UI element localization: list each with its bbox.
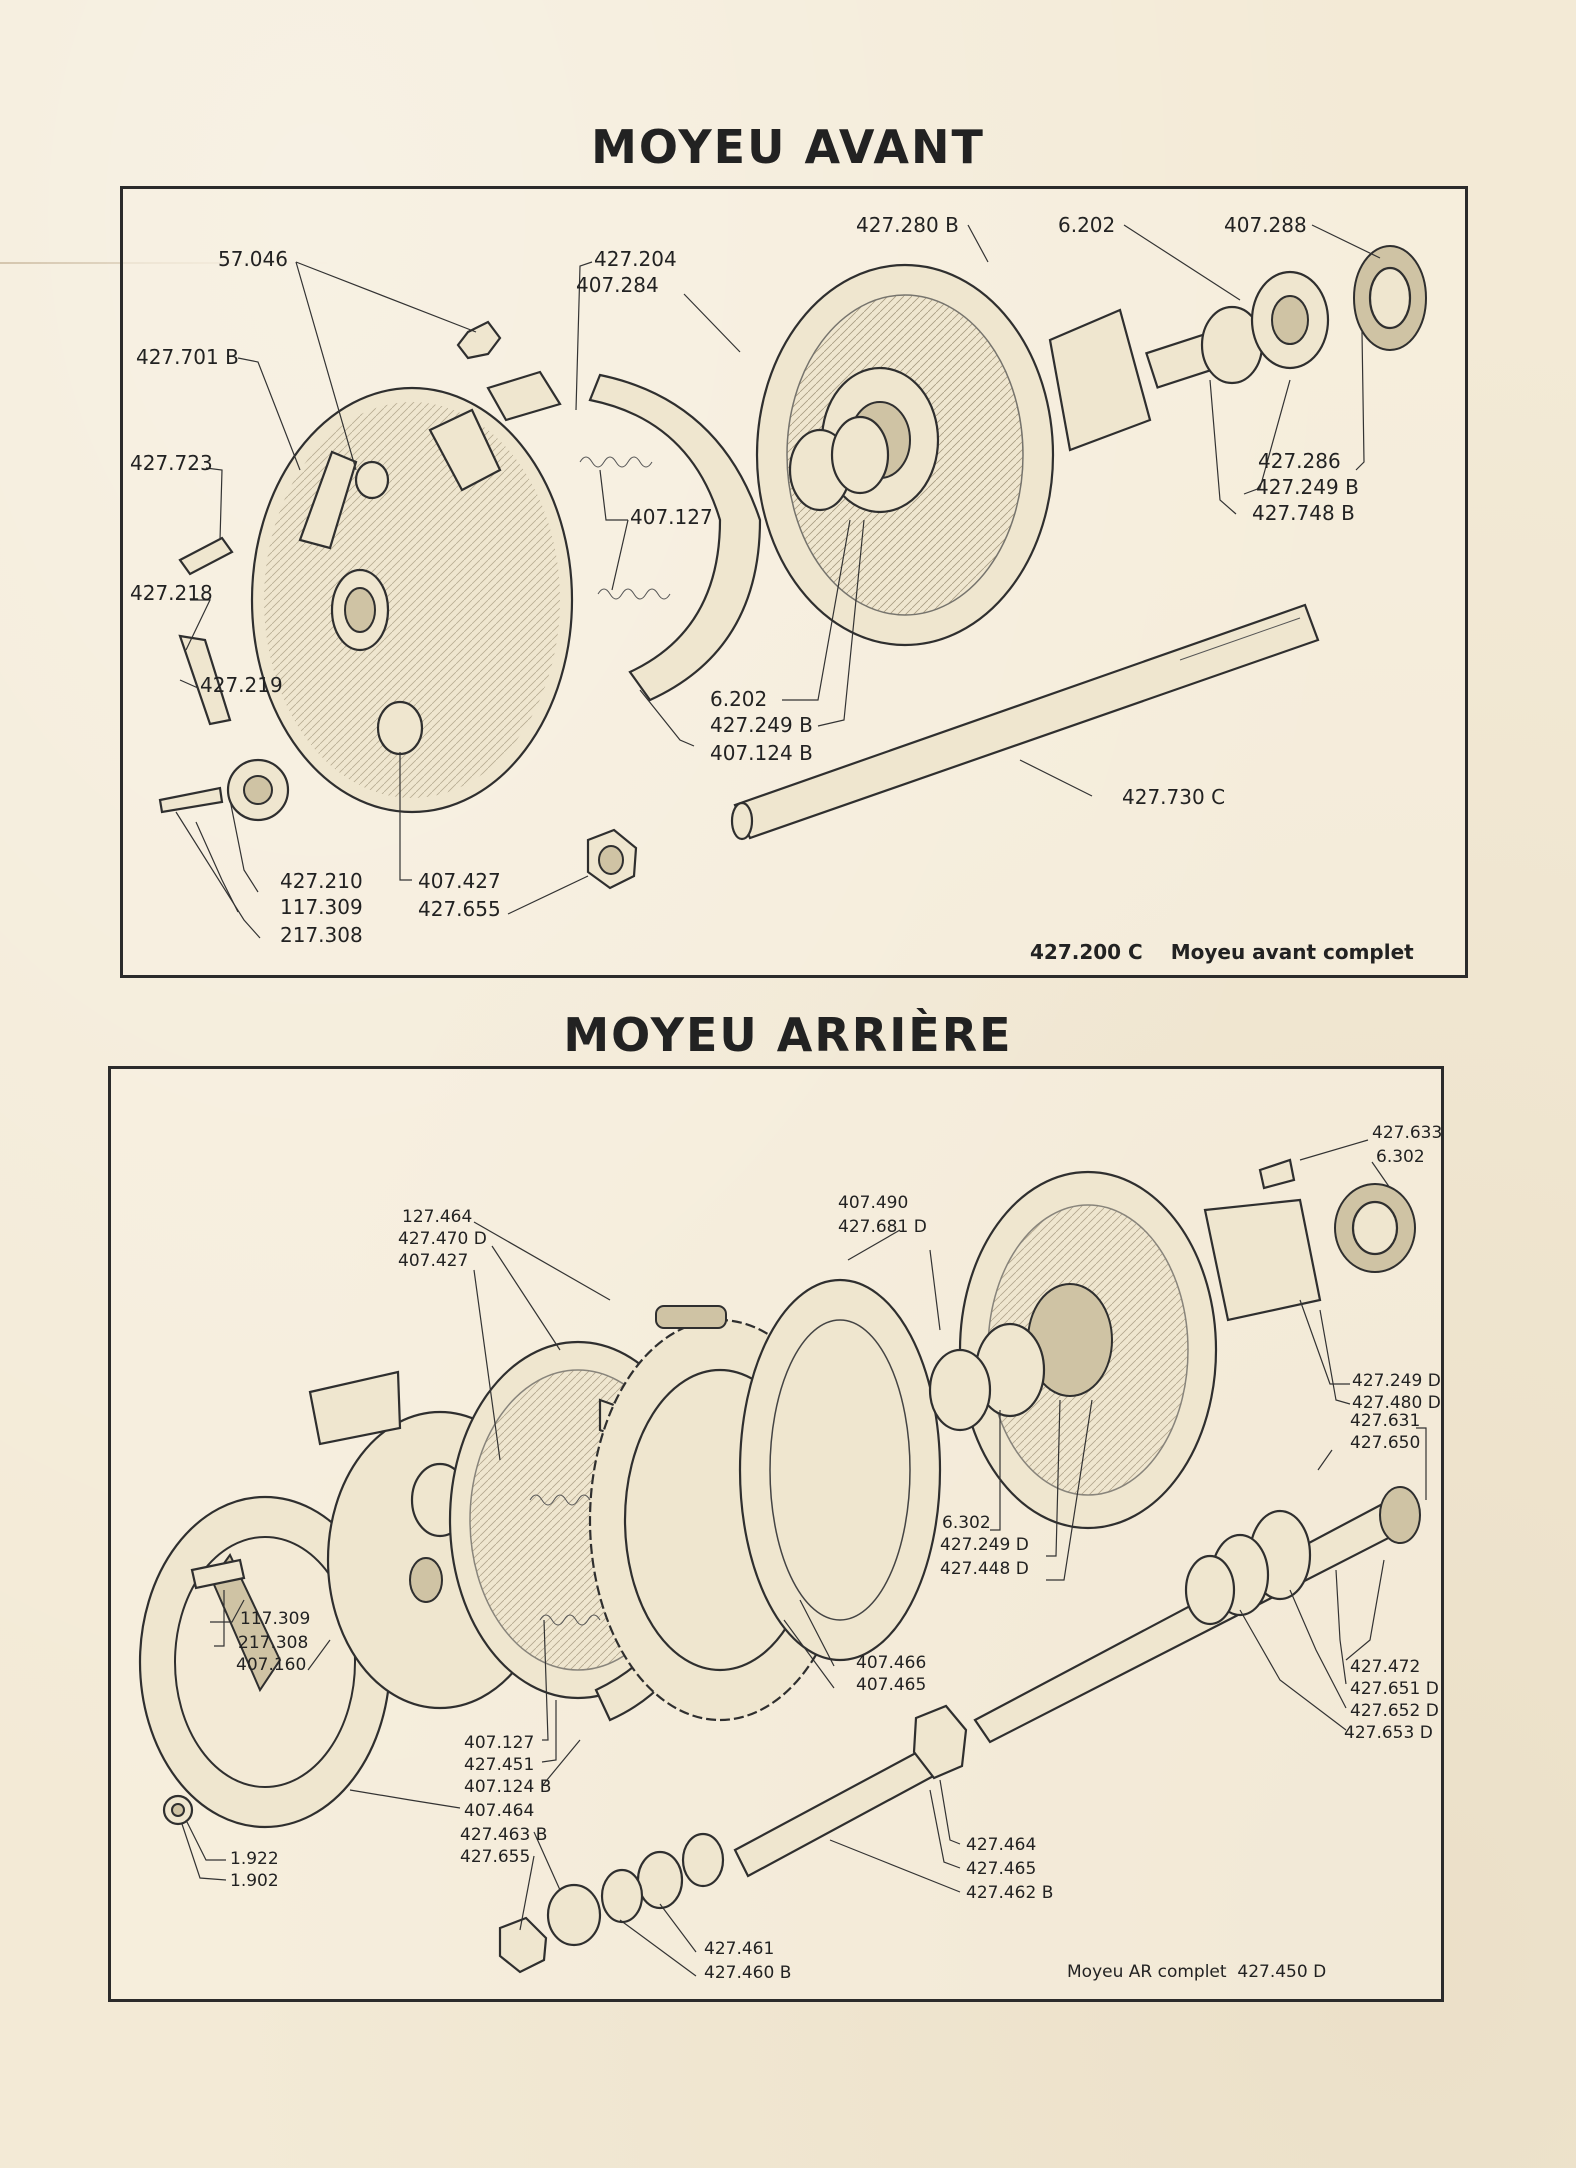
ref-label: 407.160 bbox=[236, 1655, 306, 1675]
rear-hub-caption: Moyeu AR complet 427.450 D bbox=[1067, 1962, 1326, 1982]
ref-label: 427.463 B bbox=[460, 1825, 547, 1845]
front-bearings-right bbox=[1200, 245, 1427, 385]
ref-label: 427.219 bbox=[200, 673, 283, 697]
ref-label: 427.655 bbox=[418, 897, 501, 921]
front-complete-code: 427.200 C bbox=[1030, 940, 1143, 964]
ref-label: 407.127 bbox=[464, 1733, 534, 1753]
ref-label: 427.633 bbox=[1372, 1123, 1442, 1143]
ref-label: 427.448 D bbox=[940, 1559, 1029, 1579]
ref-label: 427.462 B bbox=[966, 1883, 1053, 1903]
front-return-springs bbox=[579, 456, 671, 600]
ref-label: 407.466 bbox=[856, 1653, 926, 1673]
ref-label: 427.730 C bbox=[1122, 785, 1225, 809]
ref-label: 427.465 bbox=[966, 1859, 1036, 1879]
rear-hub-title: MOYEU ARRIÈRE bbox=[563, 1008, 1013, 1062]
ref-label: 1.902 bbox=[230, 1871, 279, 1891]
ref-label: 427.460 B bbox=[704, 1963, 791, 1983]
rear-hub-parts bbox=[138, 1158, 1421, 1974]
rear-lower-spacers bbox=[162, 1558, 968, 1974]
ref-label: 117.309 bbox=[280, 895, 363, 919]
ref-label: 6.302 bbox=[1376, 1147, 1425, 1167]
rear-hub-shell bbox=[928, 1158, 1416, 1530]
ref-label: 407.124 B bbox=[710, 741, 813, 765]
ref-label: 427.655 bbox=[460, 1847, 530, 1867]
ref-label: 427.748 B bbox=[1252, 501, 1355, 525]
front-reference-labels: 57.046 427.701 B 427.723 427.218 427.219… bbox=[130, 213, 1359, 947]
ref-label: 427.652 D bbox=[1350, 1701, 1439, 1721]
ref-label: 407.464 bbox=[464, 1801, 534, 1821]
ref-label: 427.249 D bbox=[940, 1535, 1029, 1555]
ref-label: 407.288 bbox=[1224, 213, 1307, 237]
ref-label: 407.284 bbox=[576, 273, 659, 297]
ref-label: 6.202 bbox=[1058, 213, 1115, 237]
front-hub-caption: 427.200 C Moyeu avant complet bbox=[1030, 940, 1414, 964]
ref-label: 57.046 bbox=[218, 247, 288, 271]
rear-axle bbox=[973, 1486, 1421, 1744]
ref-label: 427.723 bbox=[130, 451, 213, 475]
ref-label: 407.427 bbox=[398, 1251, 468, 1271]
ref-label: 427.286 bbox=[1258, 449, 1341, 473]
ref-label: 427.451 bbox=[464, 1755, 534, 1775]
ref-label: 407.127 bbox=[630, 505, 713, 529]
ref-label: 427.650 bbox=[1350, 1433, 1420, 1453]
ref-label: 217.308 bbox=[238, 1633, 308, 1653]
ref-label: 427.204 bbox=[594, 247, 677, 271]
ref-label: 407.427 bbox=[418, 869, 501, 893]
front-hub-parts bbox=[158, 245, 1427, 890]
front-small-parts bbox=[158, 320, 638, 890]
ref-label: 427.461 bbox=[704, 1939, 774, 1959]
ref-label: 6.202 bbox=[710, 687, 767, 711]
ref-label: 127.464 bbox=[402, 1207, 472, 1227]
ref-label: 427.280 B bbox=[856, 213, 959, 237]
front-brake-shoes bbox=[486, 370, 762, 702]
ref-label: 427.210 bbox=[280, 869, 363, 893]
front-axle bbox=[730, 603, 1320, 841]
rear-leader-lines bbox=[181, 1139, 1427, 1977]
ref-label: 427.653 D bbox=[1344, 1723, 1433, 1743]
ref-label: 427.470 D bbox=[398, 1229, 487, 1249]
front-leader-lines bbox=[175, 224, 1381, 939]
ref-label: 427.651 D bbox=[1350, 1679, 1439, 1699]
ref-label: 407.124 B bbox=[464, 1777, 551, 1797]
ref-label: 427.681 D bbox=[838, 1217, 927, 1237]
rear-complete-label: Moyeu AR complet bbox=[1067, 1962, 1227, 1982]
front-hub-drum bbox=[755, 263, 1235, 647]
ref-label: 427.472 bbox=[1350, 1657, 1420, 1677]
front-hub-title: MOYEU AVANT bbox=[591, 120, 985, 174]
ref-label: 1.922 bbox=[230, 1849, 279, 1869]
ref-label: 427.218 bbox=[130, 581, 213, 605]
ref-label: 427.249 B bbox=[1256, 475, 1359, 499]
ref-label: 427.464 bbox=[966, 1835, 1036, 1855]
ref-label: 427.480 D bbox=[1352, 1393, 1441, 1413]
rear-reference-labels: 427.633 6.302 407.490 427.681 D 127.464 … bbox=[230, 1123, 1442, 1983]
rear-complete-code: 427.450 D bbox=[1237, 1962, 1327, 1982]
ref-label: 427.249 D bbox=[1352, 1371, 1441, 1391]
ref-label: 6.302 bbox=[942, 1513, 991, 1533]
ref-label: 427.631 bbox=[1350, 1411, 1420, 1431]
front-bearings-left bbox=[788, 415, 890, 512]
front-complete-label: Moyeu avant complet bbox=[1170, 940, 1414, 964]
ref-label: 117.309 bbox=[240, 1609, 310, 1629]
ref-label: 217.308 bbox=[280, 923, 363, 947]
ref-label: 427.249 B bbox=[710, 713, 813, 737]
ref-label: 407.465 bbox=[856, 1675, 926, 1695]
front-brake-backing-plate bbox=[250, 386, 574, 814]
ref-label: 427.701 B bbox=[136, 345, 239, 369]
ref-label: 407.490 bbox=[838, 1193, 908, 1213]
rear-drive-disc bbox=[738, 1278, 942, 1662]
